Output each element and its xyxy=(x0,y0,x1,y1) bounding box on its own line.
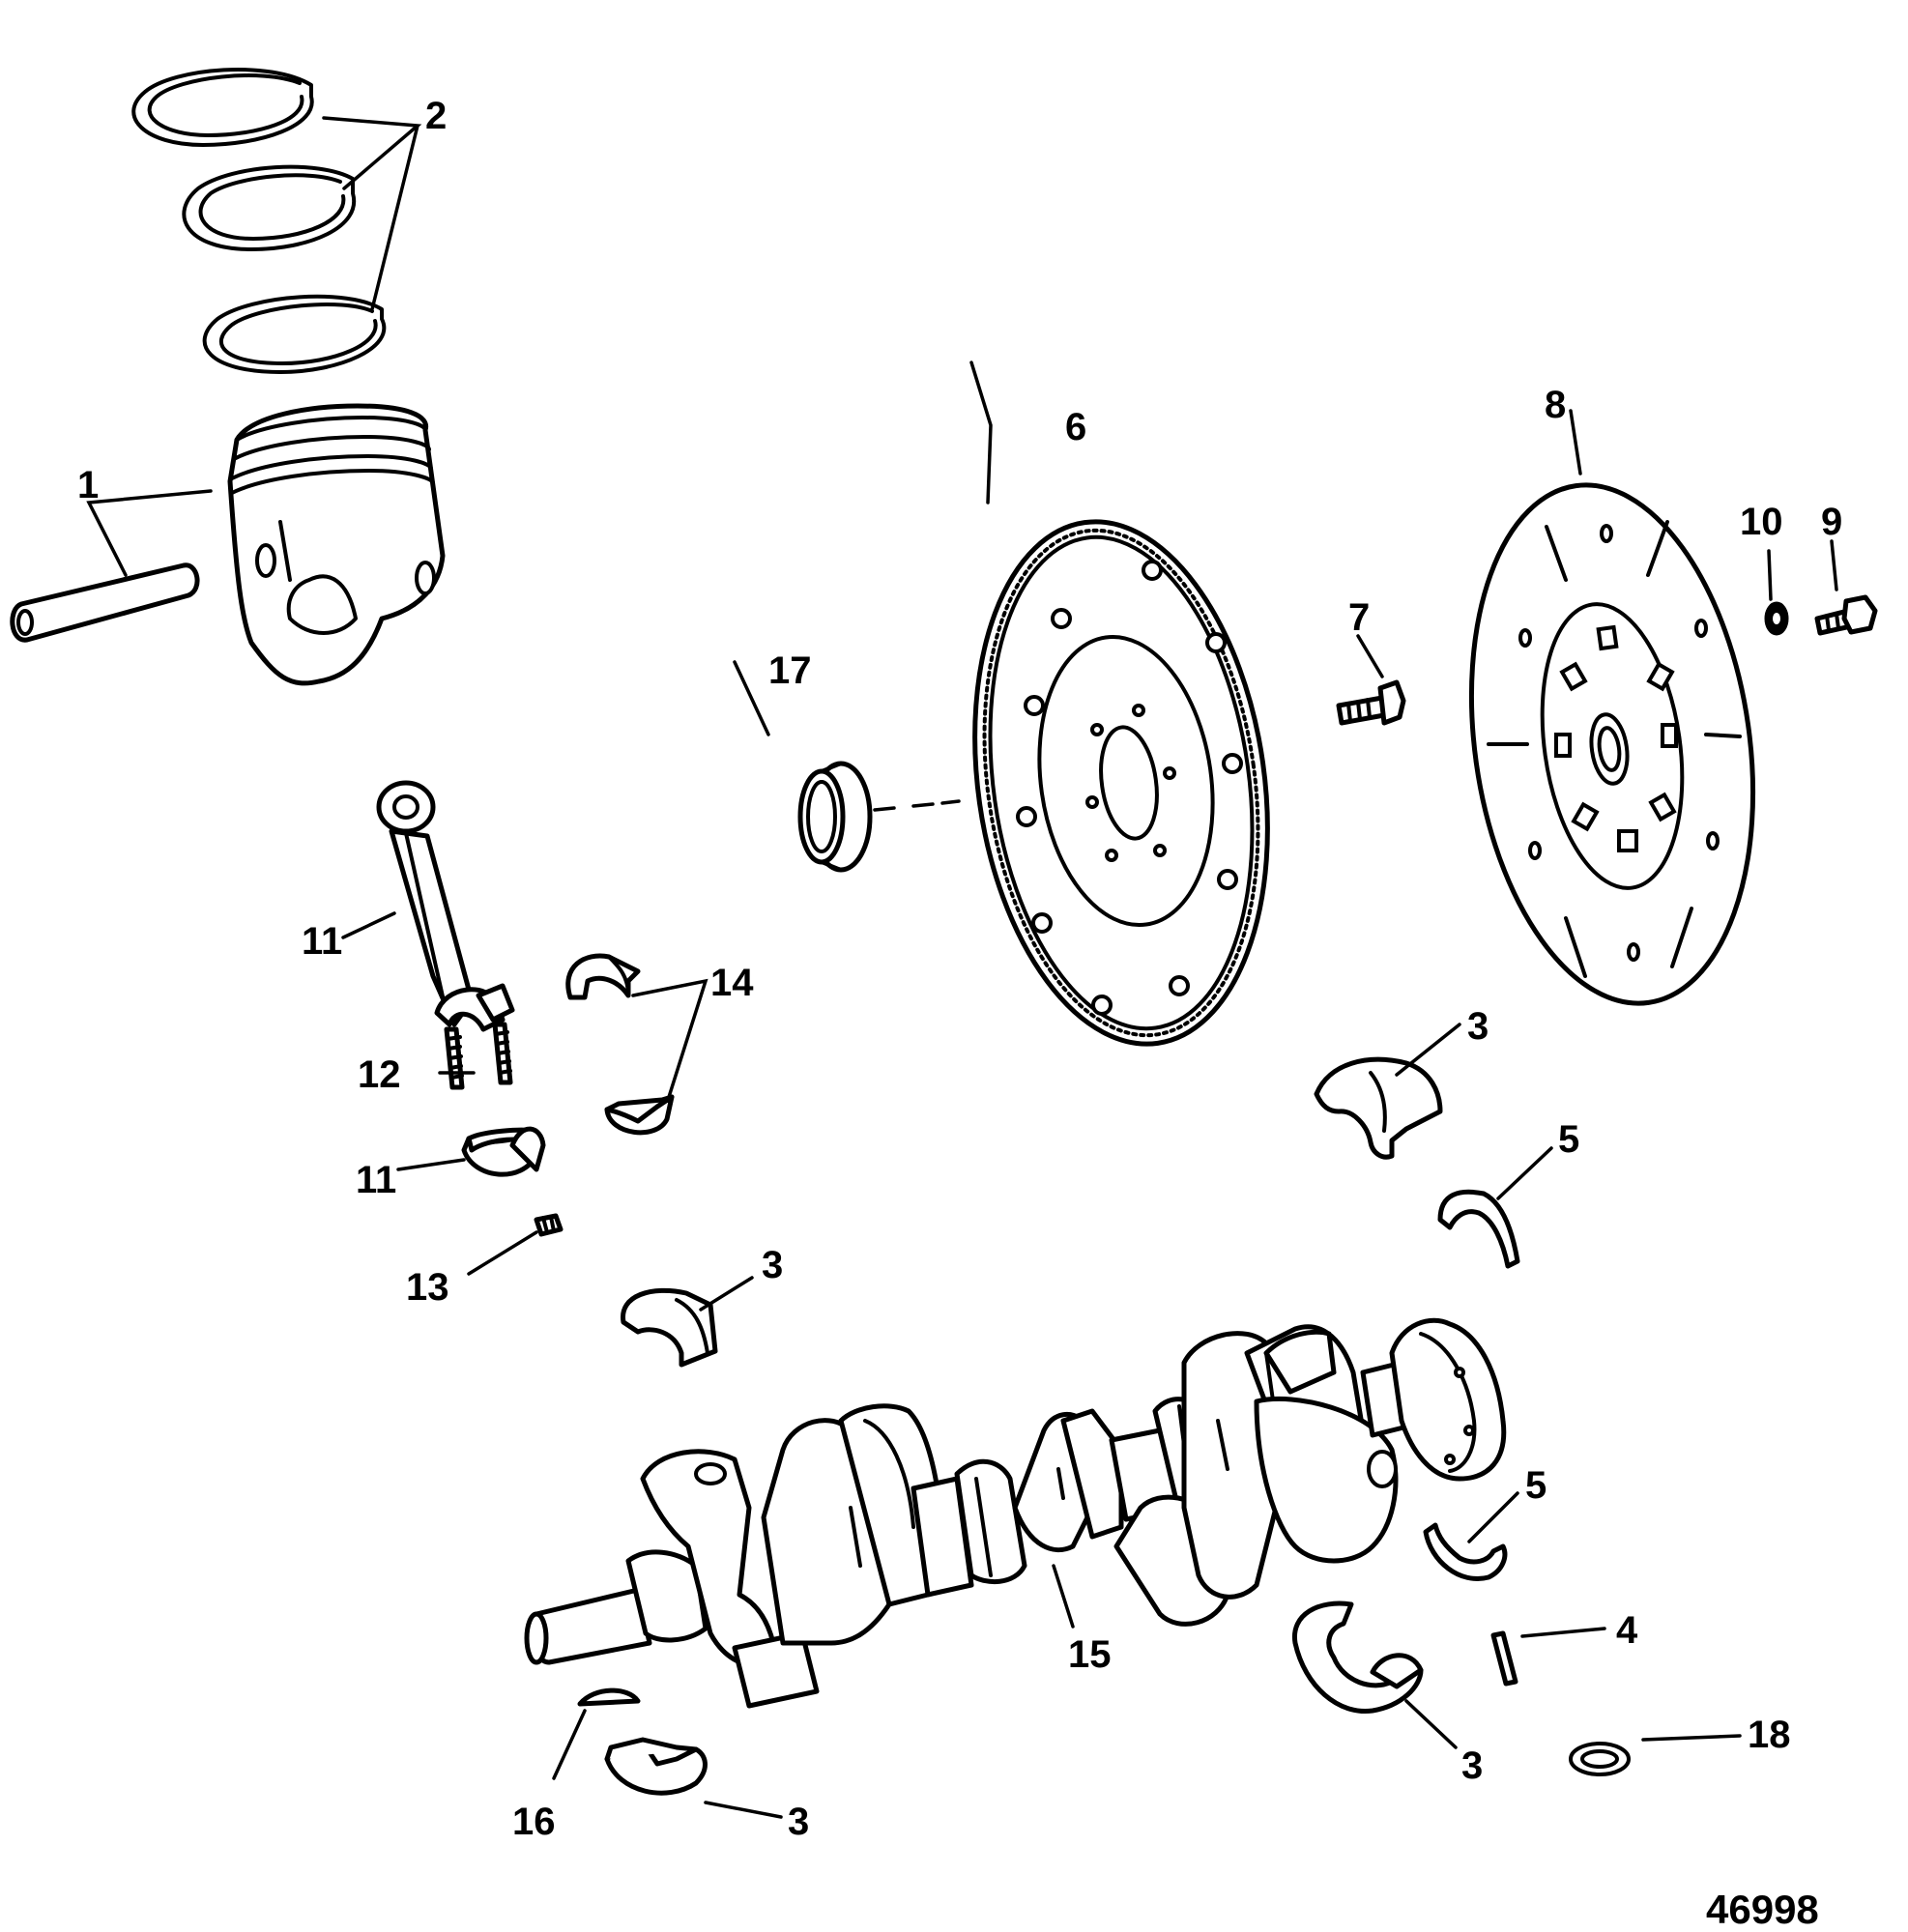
clutch-bolt xyxy=(1814,594,1878,636)
wrist-pin xyxy=(10,562,200,643)
callout-1: 1 xyxy=(77,464,99,506)
clutch-disc xyxy=(1468,482,1756,1006)
rod-bearing-lower xyxy=(604,1094,675,1136)
figure-id: 46998 xyxy=(1706,1887,1819,1932)
callout-3-lower-right: 3 xyxy=(1461,1745,1483,1787)
callout-5-upper: 5 xyxy=(1558,1118,1579,1161)
rod-bolts xyxy=(444,1022,513,1090)
callout-12: 12 xyxy=(358,1053,401,1096)
callout-9: 9 xyxy=(1821,501,1842,543)
seal-alignment-dashes xyxy=(873,799,961,812)
connecting-rod-assembly xyxy=(376,780,564,1237)
piston-ring-middle xyxy=(182,164,357,251)
dowel-pin xyxy=(1490,1630,1518,1687)
piston-rings xyxy=(131,67,387,374)
main-bearing-upper-right xyxy=(1314,1056,1443,1160)
callout-4: 4 xyxy=(1616,1609,1638,1652)
main-bearing-lower-right xyxy=(1292,1600,1424,1715)
crankshaft xyxy=(524,1317,1507,1709)
callout-3-lower-left: 3 xyxy=(788,1801,809,1843)
piston-ring-bottom xyxy=(202,294,387,374)
callout-5-lower: 5 xyxy=(1525,1464,1547,1507)
callout-11-cap: 11 xyxy=(356,1159,396,1201)
rod-nut xyxy=(534,1213,564,1237)
piston xyxy=(227,403,446,686)
callout-15: 15 xyxy=(1068,1633,1112,1676)
main-bearing-upper-left xyxy=(621,1287,718,1368)
callout-13: 13 xyxy=(406,1266,449,1309)
callout-8: 8 xyxy=(1545,384,1566,426)
washer xyxy=(1569,1742,1631,1776)
callout-2: 2 xyxy=(425,95,447,137)
piston-assembly xyxy=(10,403,446,686)
flywheel xyxy=(972,519,1270,1047)
flywheel-bolt xyxy=(1336,679,1406,726)
callout-18: 18 xyxy=(1748,1714,1791,1756)
callout-14: 14 xyxy=(710,962,754,1004)
callout-labels: 1 2 6 7 8 9 10 17 11 12 11 13 14 3 3 5 5… xyxy=(77,95,1842,1932)
callout-11-rod: 11 xyxy=(302,920,342,963)
leader-lines xyxy=(86,116,1838,1819)
callout-17: 17 xyxy=(768,649,812,692)
rod-bearing-upper xyxy=(565,953,641,1000)
callout-6: 6 xyxy=(1065,406,1086,448)
clutch-washer xyxy=(1764,601,1789,636)
callout-3-upper-left: 3 xyxy=(762,1244,783,1286)
callout-16: 16 xyxy=(512,1801,556,1843)
thrust-washer-lower xyxy=(1423,1522,1508,1581)
main-bearing-lower-left xyxy=(604,1737,708,1796)
rod-cap xyxy=(461,1126,546,1177)
thrust-washer-upper xyxy=(1437,1189,1520,1269)
piston-ring-top xyxy=(131,67,314,147)
callout-3-upper-right: 3 xyxy=(1467,1005,1489,1048)
callout-10: 10 xyxy=(1740,501,1783,543)
callout-7: 7 xyxy=(1348,596,1370,639)
rear-main-seal xyxy=(797,761,873,873)
connecting-rod xyxy=(376,780,515,1032)
woodruff-key xyxy=(577,1687,641,1707)
